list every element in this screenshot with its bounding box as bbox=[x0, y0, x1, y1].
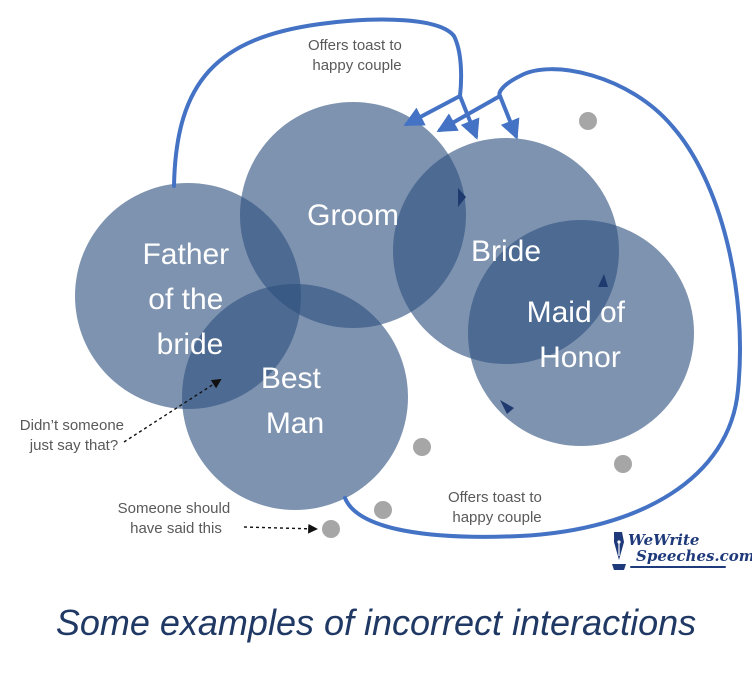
note-line: Offers toast to bbox=[308, 37, 402, 54]
note-line: Didn’t someone bbox=[20, 417, 124, 434]
toast-loop-best-man-to-couple bbox=[343, 67, 742, 539]
label-line: Father bbox=[142, 238, 229, 271]
label-maid-of-honor: Maid of Honor bbox=[527, 296, 634, 374]
inner-arrowhead bbox=[598, 274, 608, 287]
toast-branch-to-groom bbox=[403, 94, 462, 126]
inner-arrowhead bbox=[458, 188, 466, 207]
participant-circles bbox=[75, 102, 694, 510]
label-father-of-the-bride: Father of the bride bbox=[142, 238, 237, 361]
circle-best-man bbox=[182, 284, 408, 510]
scattered-dots bbox=[322, 112, 632, 538]
logo-text-speeches: Speeches.com bbox=[636, 547, 752, 565]
toast-flow-lines bbox=[172, 17, 742, 539]
logo-text-wewrite: WeWrite bbox=[628, 531, 700, 549]
note-line: have said this bbox=[130, 520, 222, 537]
diagram-caption: Some examples of incorrect interactions bbox=[55, 602, 697, 643]
inner-arrowhead bbox=[500, 400, 514, 414]
label-best-man: Best Man bbox=[261, 362, 329, 440]
note-top-toast: Offers toast to happy couple bbox=[308, 37, 406, 74]
node-labels: Father of the bride Groom Best Man Bride… bbox=[142, 199, 634, 440]
note-line: Someone should bbox=[118, 500, 231, 517]
inner-arrowheads bbox=[458, 188, 608, 414]
grey-dot bbox=[579, 112, 597, 130]
annotation-notes: Offers toast to happy couple Offers toas… bbox=[20, 37, 546, 537]
wewrite-speeches-logo: WeWrite Speeches.com bbox=[606, 530, 752, 578]
label-groom: Groom bbox=[307, 199, 399, 232]
note-line: Offers toast to bbox=[448, 489, 542, 506]
label-bride: Bride bbox=[471, 235, 541, 268]
logo-underline bbox=[630, 566, 726, 568]
toast-branch-to-groom-2 bbox=[436, 94, 502, 132]
toast-loop-father-to-couple bbox=[172, 17, 464, 188]
label-line: Bride bbox=[471, 235, 541, 268]
label-line: bride bbox=[157, 328, 224, 361]
toast-branch-to-bride-2 bbox=[498, 94, 520, 140]
label-line: Groom bbox=[307, 199, 399, 232]
grey-dot bbox=[413, 438, 431, 456]
label-line: Maid of bbox=[527, 296, 626, 329]
note-line: just say that? bbox=[29, 437, 118, 454]
label-line: of the bbox=[148, 283, 223, 316]
note-bottom-toast: Offers toast to happy couple bbox=[448, 489, 546, 526]
label-line: Honor bbox=[539, 341, 621, 374]
note-missing-speech: Someone should have said this bbox=[118, 500, 235, 537]
pointer-to-missing-dot bbox=[243, 523, 318, 534]
note-repeat-question: Didn’t someone just say that? bbox=[20, 417, 128, 454]
grey-dot bbox=[374, 501, 392, 519]
pointer-to-overlap bbox=[123, 378, 222, 443]
label-line: Best bbox=[261, 362, 322, 395]
annotation-pointers bbox=[123, 378, 318, 534]
note-line: happy couple bbox=[312, 57, 401, 74]
circle-maid-of-honor bbox=[468, 220, 694, 446]
grey-dot bbox=[614, 455, 632, 473]
label-line: Man bbox=[266, 407, 324, 440]
fountain-pen-icon bbox=[612, 532, 626, 570]
grey-dot-missing-speech bbox=[322, 520, 340, 538]
note-line: happy couple bbox=[452, 509, 541, 526]
